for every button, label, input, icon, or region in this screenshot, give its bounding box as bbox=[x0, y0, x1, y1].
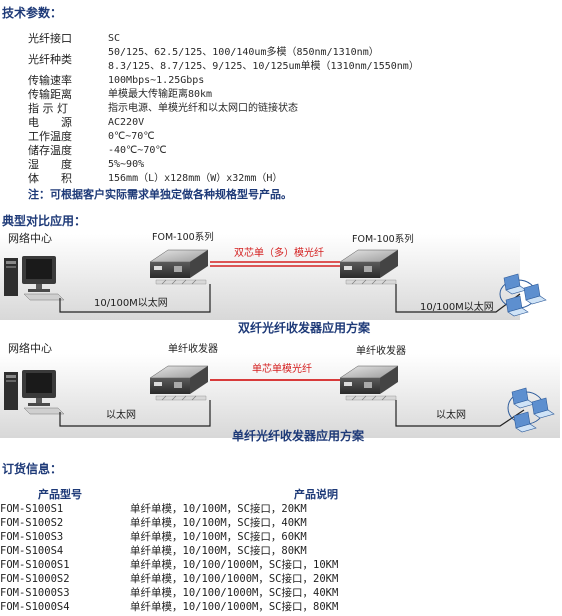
spec-label: 湿 度 bbox=[28, 158, 72, 171]
spec-label: 体 积 bbox=[28, 172, 72, 185]
spec-label: 光纤接口 bbox=[28, 32, 72, 45]
diagram-caption: 双纤光纤收发器应用方案 bbox=[238, 320, 371, 335]
network-center-label: 网络中心 bbox=[8, 341, 52, 355]
spec-value: 8.3/125、8.7/125、9/125、10/125um单模（1310nm/… bbox=[108, 61, 419, 72]
diagram-panel bbox=[0, 354, 560, 438]
order-description: 单纤单模，10/100/1000M，SC接口，40KM bbox=[130, 587, 339, 599]
spec-value: SC bbox=[108, 33, 121, 44]
order-model: FOM-S1000S2 bbox=[0, 573, 70, 585]
order-description: 单纤单模，10/100/1000M，SC接口，20KM bbox=[130, 573, 339, 585]
spec-label: 储存温度 bbox=[28, 144, 72, 157]
order-model: FOM-S100S3 bbox=[0, 531, 64, 543]
order-column-description: 产品说明 bbox=[294, 488, 338, 501]
diagram-single-fiber: 网络中心 单纤收发器 单纤收发器 单芯单模光纤 以太网 以太网 bbox=[0, 341, 560, 438]
order-description: 单纤单模，10/100M，SC接口，40KM bbox=[130, 517, 307, 529]
spec-label: 指 示 灯 bbox=[28, 102, 68, 115]
order-model: FOM-S100S2 bbox=[0, 517, 64, 529]
order-description: 单纤单模，10/100/1000M，SC接口，80KM bbox=[130, 601, 339, 613]
order-model: FOM-S1000S4 bbox=[0, 601, 70, 613]
spec-value: AC220V bbox=[108, 117, 145, 128]
device-label: FOM-100系列 bbox=[152, 231, 214, 243]
order-description: 单纤单模，10/100/1000M，SC接口，10KM bbox=[130, 559, 339, 571]
laptop-icon bbox=[523, 283, 547, 305]
order-description: 单纤单模，10/100M，SC接口，20KM bbox=[130, 503, 307, 515]
spec-value: 单模最大传输距离80km bbox=[108, 89, 213, 100]
spec-label: 光纤种类 bbox=[28, 53, 72, 66]
spec-value: 100Mbps~1.25Gbps bbox=[108, 75, 205, 86]
order-column-model: 产品型号 bbox=[38, 488, 82, 501]
fiber-label: 单芯单模光纤 bbox=[252, 362, 312, 375]
lan-ring bbox=[507, 387, 555, 433]
order-model: FOM-S1000S1 bbox=[0, 559, 70, 571]
spec-value: 50/125、62.5/125、100/140um多模（850nm/1310nm… bbox=[108, 47, 379, 58]
spec-value: 指示电源、单模光纤和以太网口的链接状态 bbox=[108, 103, 298, 114]
order-model: FOM-S1000S3 bbox=[0, 587, 70, 599]
device-label: FOM-100系列 bbox=[352, 233, 414, 245]
order-description: 单纤单模，10/100M，SC接口，80KM bbox=[130, 545, 307, 557]
spec-value: 156mm（L）x128mm（W）x32mm（H） bbox=[108, 173, 283, 184]
spec-note: 注：可根据客户实际需求单独定做各种规格型号产品。 bbox=[28, 188, 292, 201]
spec-label: 传输距离 bbox=[28, 88, 72, 101]
spec-label: 电 源 bbox=[28, 116, 72, 129]
laptop-icon bbox=[505, 295, 529, 317]
ethernet-cable bbox=[59, 284, 211, 313]
ethernet-cable bbox=[59, 400, 211, 427]
application-diagrams: 网络中心 FOM-100系列 FOM-100系列 双芯单（多）模光纤 10/10… bbox=[0, 231, 560, 443]
applications-title: 典型对比应用： bbox=[2, 214, 87, 228]
order-description: 单纤单模，10/100M，SC接口，60KM bbox=[130, 531, 307, 543]
lan-label: 10/100M以太网 bbox=[94, 296, 168, 309]
diagram-caption: 单纤光纤收发器应用方案 bbox=[232, 428, 365, 443]
spec-value: -40℃~70℃ bbox=[108, 145, 167, 156]
laptop-icon bbox=[503, 273, 527, 295]
order-model: FOM-S100S1 bbox=[0, 503, 64, 515]
lan-label: 10/100M以太网 bbox=[420, 300, 494, 313]
lan-label: 以太网 bbox=[106, 408, 136, 421]
spec-value: 0℃~70℃ bbox=[108, 131, 155, 142]
specs-title: 技术参数： bbox=[2, 6, 63, 20]
lan-label: 以太网 bbox=[436, 408, 466, 421]
spec-value: 5%~90% bbox=[108, 159, 145, 170]
spec-label: 传输速率 bbox=[28, 74, 72, 87]
device-label: 单纤收发器 bbox=[356, 344, 406, 357]
lan-ring bbox=[499, 273, 547, 317]
diagram-dual-fiber: 网络中心 FOM-100系列 FOM-100系列 双芯单（多）模光纤 10/10… bbox=[0, 231, 547, 320]
diagram-panel bbox=[0, 234, 520, 320]
spec-label: 工作温度 bbox=[28, 130, 72, 143]
fiber-label: 双芯单（多）模光纤 bbox=[234, 246, 324, 259]
device-label: 单纤收发器 bbox=[168, 342, 218, 355]
order-title: 订货信息： bbox=[2, 462, 63, 476]
order-model: FOM-S100S4 bbox=[0, 545, 64, 557]
network-center-label: 网络中心 bbox=[8, 231, 52, 245]
